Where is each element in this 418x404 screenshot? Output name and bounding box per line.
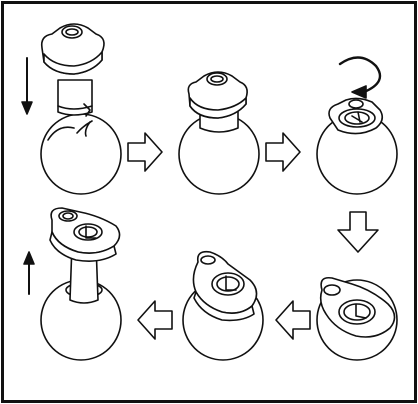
corer-tool-3 [328,97,384,135]
down-arrow-1 [337,211,379,253]
apple-1 [40,113,122,195]
down-arrow-push [21,57,33,115]
corer-tool-4 [319,276,396,338]
left-arrow-2 [137,300,173,340]
corer-tool-1 [40,23,105,117]
corer-tool-2 [187,71,248,133]
right-arrow-2 [265,132,301,172]
step-2 [178,71,260,195]
rotate-arrow [338,56,382,99]
up-arrow-pull [23,251,35,295]
step-1 [21,23,122,195]
left-arrow-1 [275,300,311,340]
corer-tool-5 [192,250,258,322]
step-4 [316,276,398,361]
step-6 [23,207,122,361]
right-arrow-1 [127,132,163,172]
step-3 [316,56,398,195]
corer-tool-6 [49,207,121,304]
step-5 [182,250,264,361]
